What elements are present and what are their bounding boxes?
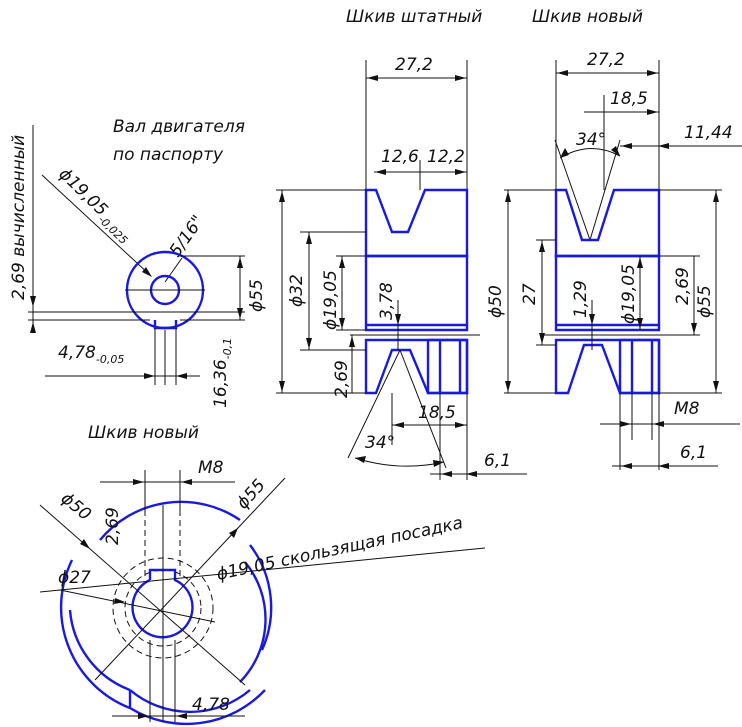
new-pulley-front-view: Шкив новый ϕ50 2,69 ϕ55 ϕ19,05 скользяща…	[39, 423, 486, 726]
stock-groove-a: 12,6	[381, 147, 419, 167]
front-key269: 2,69	[103, 507, 123, 545]
stock-pulley-section: 27,2 12,6 12,2 ϕ32	[276, 55, 527, 480]
shaft-dim-478: 4,78-0,05	[58, 343, 124, 366]
newp-dia1905: ϕ19,05	[619, 264, 639, 324]
new-pulley-section: 27,2 18,5 11,44 34° ϕ50	[486, 50, 742, 470]
newp-angle34: 34°	[576, 130, 606, 150]
shaft-dim-calc: 2,69 вычисленный	[9, 135, 29, 300]
newp-dia50: ϕ50	[486, 285, 506, 318]
stock-dia32: ϕ32	[287, 274, 307, 307]
newp-width: 27,2	[587, 50, 625, 70]
stock-width: 27,2	[395, 55, 433, 75]
newp-dim1144: 11,44	[684, 123, 733, 143]
front-dia50: ϕ50	[57, 489, 95, 525]
stock-angle34: 34°	[365, 433, 395, 453]
shaft-dim-1636: 16,36-0,1	[211, 338, 234, 408]
stock-key269: 2,69	[332, 360, 352, 398]
stock-offset61: 6,1	[484, 451, 511, 471]
title-stock-pulley: Шкив штатный	[346, 7, 482, 27]
motor-shaft-label-line1: Вал двигателя	[113, 117, 245, 137]
newp-key269: 2,69	[673, 267, 693, 305]
front-key478: 4,78	[192, 695, 230, 715]
stock-groove-b: 12,2	[427, 147, 465, 167]
newp-thread: M8	[674, 399, 700, 419]
newp-hub27: 27	[520, 283, 540, 305]
stock-dia1905: ϕ19,05	[321, 270, 341, 330]
title-new-pulley-left: Шкив новый	[88, 423, 199, 443]
motor-shaft-view: Вал двигателя по паспорту 2,69 вычисленн…	[9, 117, 267, 408]
stock-key378: 3,78	[377, 282, 397, 320]
front-dia27: ϕ27	[58, 568, 91, 588]
stock-groove185: 18,5	[418, 403, 456, 423]
front-dia55: ϕ55	[233, 476, 270, 514]
newp-offset61: 6,1	[680, 443, 707, 463]
shaft-dim-55: ϕ55	[247, 279, 267, 312]
title-new-pulley: Шкив новый	[532, 7, 643, 27]
newp-groove185: 18,5	[610, 89, 648, 109]
shaft-dim-diameter: ϕ19,05-0,025	[52, 164, 137, 247]
newp-key129: 1,29	[571, 280, 591, 318]
front-thread: M8	[198, 458, 224, 478]
motor-shaft-label-line2: по паспорту	[113, 145, 224, 165]
newp-dia55: ϕ55	[695, 285, 715, 318]
